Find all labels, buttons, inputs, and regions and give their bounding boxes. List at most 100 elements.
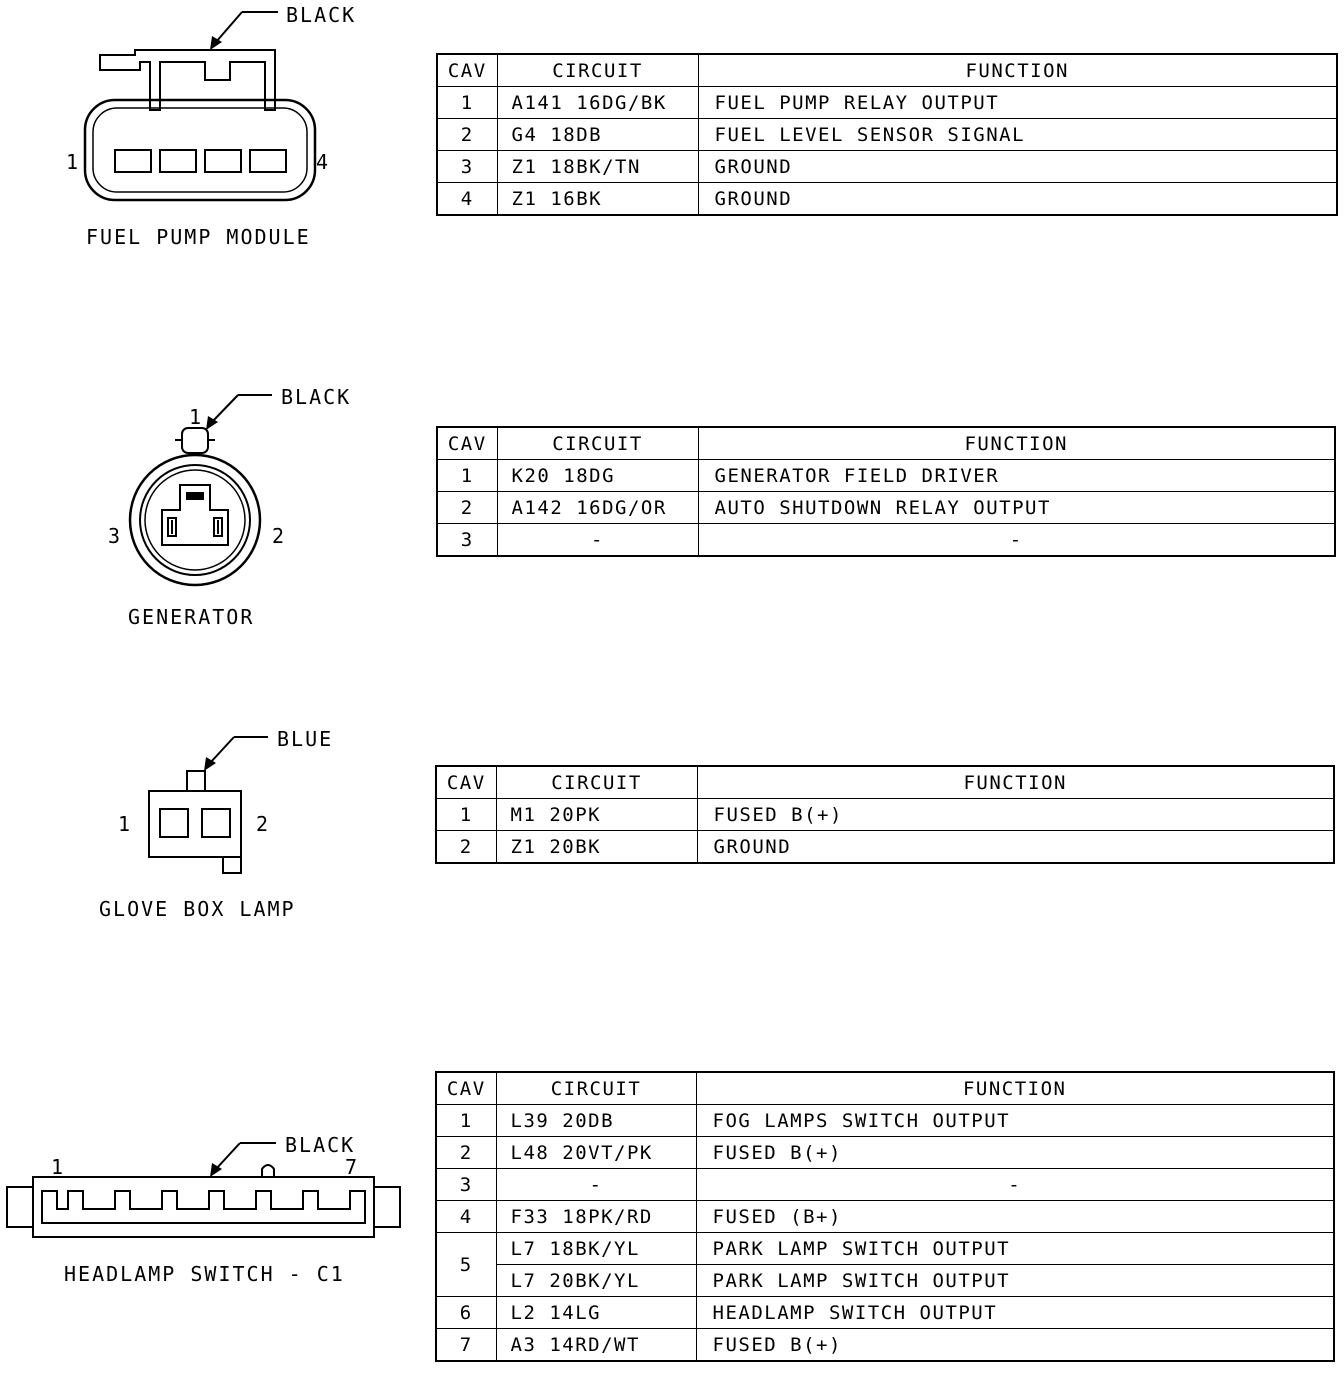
header-function: FUNCTION (697, 426, 1336, 460)
table-row: 1 M1 20PK FUSED B(+) (435, 798, 1335, 831)
cell-circuit: Z1 18BK/TN (496, 150, 699, 183)
cell-circuit: F33 18PK/RD (495, 1200, 697, 1233)
table-header-row: CAV CIRCUIT FUNCTION (436, 426, 1336, 460)
table-row: 3 - - (436, 523, 1336, 557)
glove-box-pin-first: 1 (118, 812, 133, 836)
header-cav: CAV (436, 53, 498, 87)
generator-pin-2: 2 (272, 524, 287, 548)
cell-function: FUSED B(+) (695, 1328, 1335, 1362)
header-cav: CAV (435, 1071, 497, 1105)
table-row: 2 A142 16DG/OR AUTO SHUTDOWN RELAY OUTPU… (436, 491, 1336, 524)
table-row: 1 K20 18DG GENERATOR FIELD DRIVER (436, 459, 1336, 492)
cell-circuit: A3 14RD/WT (495, 1328, 697, 1362)
cell-function: FUEL LEVEL SENSOR SIGNAL (697, 118, 1338, 151)
table-header-row: CAV CIRCUIT FUNCTION (435, 1071, 1335, 1105)
cell-cav: 2 (435, 1136, 497, 1169)
cell-circuit: L2 14LG (495, 1296, 697, 1329)
cell-function: PARK LAMP SWITCH OUTPUT (695, 1232, 1335, 1265)
cell-function: FUSED B(+) (695, 1136, 1335, 1169)
cell-function: FUEL PUMP RELAY OUTPUT (697, 86, 1338, 119)
cell-function: FUSED B(+) (696, 798, 1335, 831)
cell-cav: 2 (436, 118, 498, 151)
fuel-pump-pin-first: 1 (66, 150, 81, 174)
cell-function: - (697, 523, 1336, 557)
cell-cav: 1 (435, 1104, 497, 1137)
cell-cav: 4 (435, 1200, 497, 1233)
cell-cav: 5 (435, 1232, 497, 1297)
cell-function: FUSED (B+) (695, 1200, 1335, 1233)
cell-function: GROUND (696, 830, 1335, 864)
fuel-pump-pinout-table: CAV CIRCUIT FUNCTION 1 A141 16DG/BK FUEL… (436, 53, 1338, 216)
cell-circuit: L48 20VT/PK (495, 1136, 697, 1169)
headlamp-switch-pin-first: 1 (51, 1155, 66, 1179)
cell-cav: 6 (435, 1296, 497, 1329)
header-circuit: CIRCUIT (496, 53, 699, 87)
glove-box-connector-drawing (148, 736, 268, 874)
cell-cav: 2 (436, 491, 498, 524)
headlamp-switch-connector-name: HEADLAMP SWITCH - C1 (64, 1262, 345, 1286)
cell-circuit: - (495, 1168, 697, 1201)
cell-cav: 1 (435, 798, 497, 831)
generator-pinout-table: CAV CIRCUIT FUNCTION 1 K20 18DG GENERATO… (436, 426, 1336, 557)
generator-connector-name: GENERATOR (128, 605, 255, 629)
cell-circuit: - (496, 523, 699, 557)
table-row: 4 F33 18PK/RD FUSED (B+) (435, 1200, 1335, 1233)
glove-box-color-label: BLUE (277, 727, 334, 751)
cell-circuit: G4 18DB (496, 118, 699, 151)
table-row: 3 Z1 18BK/TN GROUND (436, 150, 1338, 183)
cell-cav: 1 (436, 459, 498, 492)
cell-function: - (695, 1168, 1335, 1201)
glove-box-pinout-table: CAV CIRCUIT FUNCTION 1 M1 20PK FUSED B(+… (435, 765, 1335, 864)
cell-cav: 3 (436, 523, 498, 557)
header-function: FUNCTION (695, 1071, 1335, 1105)
table-row: L7 20BK/YL PARK LAMP SWITCH OUTPUT (436, 1264, 1335, 1297)
cell-function: PARK LAMP SWITCH OUTPUT (695, 1264, 1335, 1297)
cell-circuit: Z1 16BK (496, 182, 699, 216)
cell-circuit: K20 18DG (496, 459, 699, 492)
table-row: 7 A3 14RD/WT FUSED B(+) (435, 1328, 1335, 1362)
headlamp-switch-color-label: BLACK (285, 1133, 356, 1157)
table-row: 6 L2 14LG HEADLAMP SWITCH OUTPUT (435, 1296, 1335, 1329)
cell-cav: 3 (435, 1168, 497, 1201)
cell-function: GROUND (697, 150, 1338, 183)
header-cav: CAV (436, 426, 498, 460)
header-function: FUNCTION (696, 765, 1335, 799)
cell-cav: 3 (436, 150, 498, 183)
headlamp-switch-connector-drawing (6, 1142, 401, 1238)
table-header-row: CAV CIRCUIT FUNCTION (436, 53, 1338, 87)
table-row: 2 Z1 20BK GROUND (435, 830, 1335, 864)
cell-circuit: A141 16DG/BK (496, 86, 699, 119)
generator-pin-3: 3 (108, 524, 123, 548)
fuel-pump-connector-drawing (83, 11, 317, 202)
cell-function: HEADLAMP SWITCH OUTPUT (695, 1296, 1335, 1329)
header-function: FUNCTION (697, 53, 1338, 87)
generator-pin-1: 1 (189, 405, 204, 429)
table-row: 3 - - (435, 1168, 1335, 1201)
table-row: 1 L39 20DB FOG LAMPS SWITCH OUTPUT (435, 1104, 1335, 1137)
cell-cav: 1 (436, 86, 498, 119)
header-cav: CAV (435, 765, 497, 799)
cell-circuit: Z1 20BK (495, 830, 698, 864)
glove-box-pin-last: 2 (256, 812, 271, 836)
cell-function: AUTO SHUTDOWN RELAY OUTPUT (697, 491, 1336, 524)
cell-cav: 2 (435, 830, 497, 864)
header-circuit: CIRCUIT (495, 1071, 697, 1105)
header-circuit: CIRCUIT (496, 426, 699, 460)
cell-function: GENERATOR FIELD DRIVER (697, 459, 1336, 492)
fuel-pump-connector-name: FUEL PUMP MODULE (86, 225, 311, 249)
cell-circuit: L39 20DB (495, 1104, 697, 1137)
cell-circuit: L7 18BK/YL (495, 1232, 697, 1265)
cell-function: FOG LAMPS SWITCH OUTPUT (695, 1104, 1335, 1137)
fuel-pump-pin-last: 4 (316, 150, 331, 174)
table-header-row: CAV CIRCUIT FUNCTION (435, 765, 1335, 799)
generator-connector-drawing (128, 394, 272, 587)
table-row: 1 A141 16DG/BK FUEL PUMP RELAY OUTPUT (436, 86, 1338, 119)
headlamp-switch-pin-last: 7 (345, 1155, 360, 1179)
table-row: 2 G4 18DB FUEL LEVEL SENSOR SIGNAL (436, 118, 1338, 151)
headlamp-switch-pinout-table: CAV CIRCUIT FUNCTION 1 L39 20DB FOG LAMP… (435, 1071, 1335, 1362)
cell-cav: 7 (435, 1328, 497, 1362)
table-row: 4 Z1 16BK GROUND (436, 182, 1338, 216)
glove-box-connector-name: GLOVE BOX LAMP (99, 897, 296, 921)
header-circuit: CIRCUIT (495, 765, 698, 799)
table-row: 5 L7 18BK/YL PARK LAMP SWITCH OUTPUT (435, 1232, 1335, 1297)
